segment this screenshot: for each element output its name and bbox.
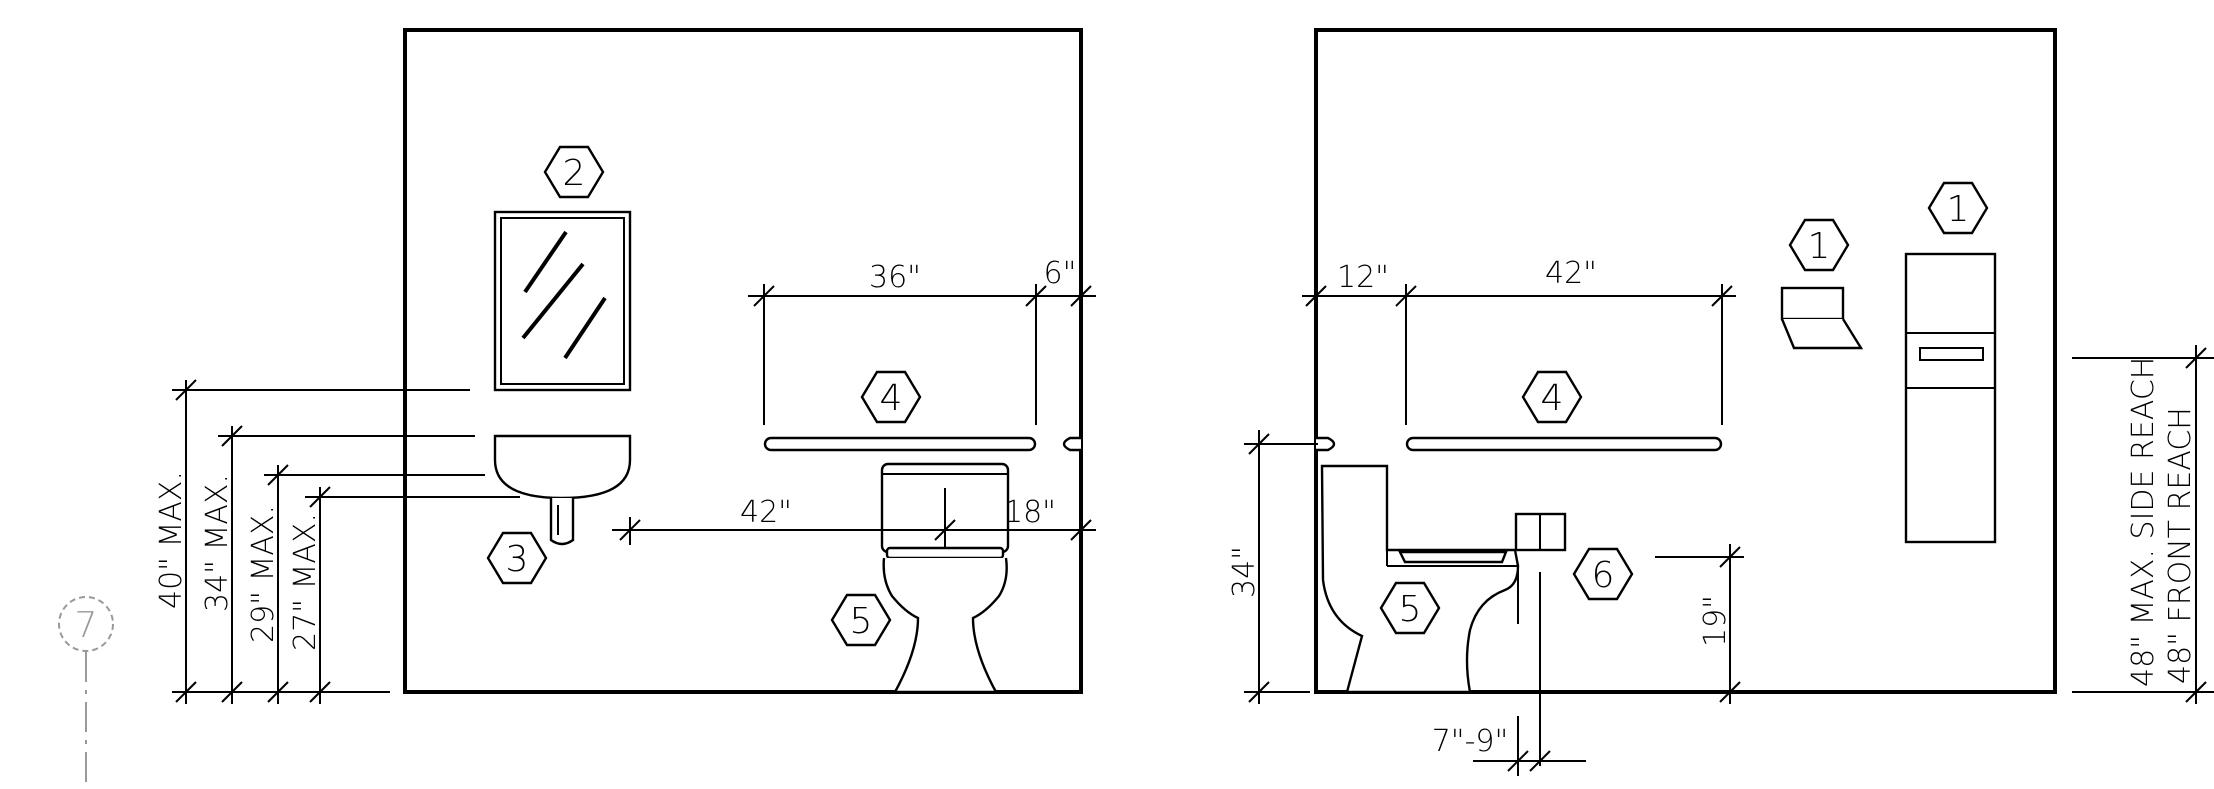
- dim-centerline-side: 18": [1004, 495, 1056, 530]
- dim-centerline-wall: 42": [740, 495, 792, 530]
- height-label-40: 40" MAX.: [154, 471, 189, 609]
- lavatory: [493, 434, 632, 546]
- mirror: [493, 210, 632, 392]
- tag-dispenser: 6: [1572, 547, 1634, 601]
- left-height-dimensions: 40" MAX. 34" MAX. 29" MAX. 27" MAX.: [154, 379, 520, 704]
- left-wall-outline: [403, 28, 1083, 694]
- svg-text:4: 4: [880, 378, 903, 419]
- svg-text:5: 5: [850, 601, 873, 642]
- grab-bar-side-return: [1316, 436, 1336, 452]
- dim-dispenser-height-group: 19": [1655, 544, 1744, 704]
- height-label-34: 34" MAX.: [200, 474, 235, 612]
- dim-bar-height-group: 34": [1227, 430, 1318, 704]
- grab-bar-left: [763, 436, 1037, 452]
- reach-label-front: 48" FRONT REACH: [2163, 407, 2198, 684]
- dim-grab-bar-length-right: 42": [1545, 256, 1597, 291]
- svg-text:2: 2: [563, 153, 586, 194]
- svg-text:1: 1: [1808, 226, 1831, 267]
- tag-mirror: 2: [543, 145, 605, 199]
- right-grab-bar-dimensions: 12" 42": [1302, 256, 1736, 425]
- tag-grab-bar-left: 4: [860, 370, 922, 424]
- reach-label-side: 48" MAX. SIDE REACH: [2126, 357, 2161, 687]
- section-callout: 7: [58, 596, 114, 784]
- dim-grab-bar-offset: 12": [1337, 260, 1389, 295]
- tag-toilet-right: 5: [1379, 581, 1441, 635]
- reach-range-dimension: 48" MAX. SIDE REACH 48" FRONT REACH: [2072, 345, 2214, 704]
- svg-text:1: 1: [1947, 189, 1970, 230]
- tag-accessory-b: 1: [1927, 181, 1989, 235]
- tag-accessory-a: 1: [1788, 218, 1850, 272]
- toilet-side: [1320, 464, 1520, 694]
- left-elevation: 40" MAX. 34" MAX. 29" MAX. 27" MAX. 2 3: [154, 28, 1096, 704]
- tag-grab-bar-right: 4: [1521, 370, 1583, 424]
- toilet-paper-dispenser: [1514, 512, 1567, 766]
- grab-bar-right: [1405, 436, 1723, 452]
- dim-grab-bar-end: 6": [1044, 256, 1077, 291]
- dim-dispenser-offset-group: 7"-9": [1432, 716, 1586, 776]
- svg-text:4: 4: [1541, 378, 1564, 419]
- grab-bar-return: [1062, 436, 1081, 452]
- tag-lavatory: 3: [486, 531, 548, 585]
- right-wall-outline: [1314, 28, 2057, 694]
- dim-grab-bar-length-left: 36": [869, 260, 921, 295]
- right-elevation: 12" 42" 4 34": [1227, 28, 2214, 776]
- tag-toilet-left: 5: [830, 593, 892, 647]
- svg-text:5: 5: [1399, 589, 1422, 630]
- dim-dispenser-offset: 7"-9": [1432, 724, 1509, 759]
- dim-bar-height: 34": [1227, 546, 1262, 598]
- left-centerline-dimensions: 42" 18": [612, 488, 1096, 548]
- wall-accessory-small: [1780, 286, 1864, 350]
- height-label-27: 27" MAX.: [288, 513, 323, 651]
- svg-text:6: 6: [1592, 555, 1615, 596]
- wall-accessory-tall: [1904, 252, 1997, 544]
- callout-number: 7: [75, 605, 98, 646]
- left-grab-bar-dimensions: 36" 6": [748, 256, 1096, 425]
- height-label-29: 29" MAX.: [246, 505, 281, 643]
- svg-text:3: 3: [506, 539, 529, 580]
- dim-dispenser-height: 19": [1698, 595, 1733, 647]
